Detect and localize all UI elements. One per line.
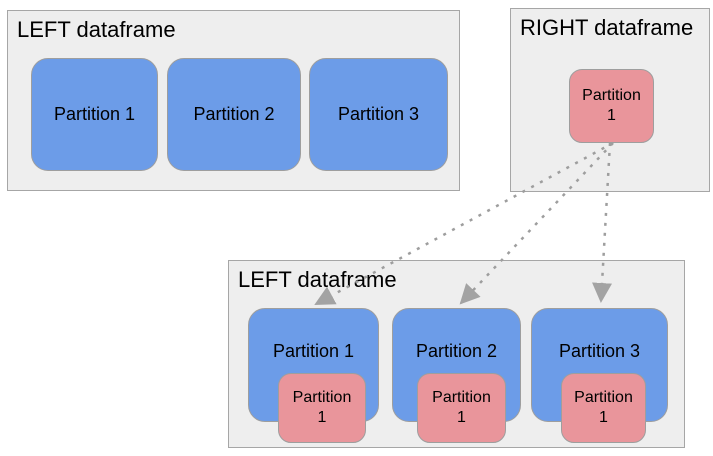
bottom-partition-group-1: Partition 1 Partition 1 (248, 308, 379, 443)
left-partition-2: Partition 2 (167, 58, 301, 171)
copied-partition-label-line2: 1 (317, 409, 327, 426)
copied-right-partition-1-in-partition-2: Partition 1 (417, 373, 506, 443)
right-dataframe-title: RIGHT dataframe (520, 15, 694, 40)
copied-right-partition-1-in-partition-3: Partition 1 (561, 373, 646, 443)
right-partition-1: Partition 1 (569, 69, 654, 143)
copied-partition-label-line1: Partition (574, 388, 633, 406)
bottom-left-partition-2-label: Partition 2 (415, 340, 498, 361)
copied-partition-label-line2: 1 (457, 409, 466, 426)
left-partition-1: Partition 1 (31, 58, 158, 171)
left-dataframe-after-broadcast-panel: LEFT dataframe Partition 1 Partition 1 P… (228, 260, 685, 448)
right-partition-1-label-line1: Partition (582, 86, 641, 104)
bottom-left-dataframe-title: LEFT dataframe (238, 267, 397, 292)
left-partition-2-label: Partition 2 (193, 104, 275, 124)
bottom-partition-group-2: Partition 2 Partition 1 (392, 308, 521, 443)
copied-right-partition-1-in-partition-1: Partition 1 (278, 373, 366, 443)
bottom-partition-group-3: Partition 3 Partition 1 (531, 308, 668, 443)
copied-partition-label-line2: 1 (599, 409, 608, 426)
copied-partition-label-line1: Partition (432, 388, 491, 406)
right-partition-1-label-line2: 1 (607, 107, 616, 124)
bottom-left-partition-3-label: Partition 3 (558, 340, 641, 361)
copied-partition-label-line1: Partition (292, 388, 352, 406)
left-dataframe-title: LEFT dataframe (17, 17, 176, 42)
left-partition-1-label: Partition 1 (53, 104, 136, 124)
left-dataframe-panel: LEFT dataframe Partition 1 Partition 2 P… (7, 10, 460, 191)
left-partition-3: Partition 3 (309, 58, 448, 171)
left-partition-3-label: Partition 3 (337, 104, 420, 124)
bottom-left-partition-1-label: Partition 1 (272, 340, 355, 361)
right-dataframe-panel: RIGHT dataframe Partition 1 (510, 8, 710, 192)
